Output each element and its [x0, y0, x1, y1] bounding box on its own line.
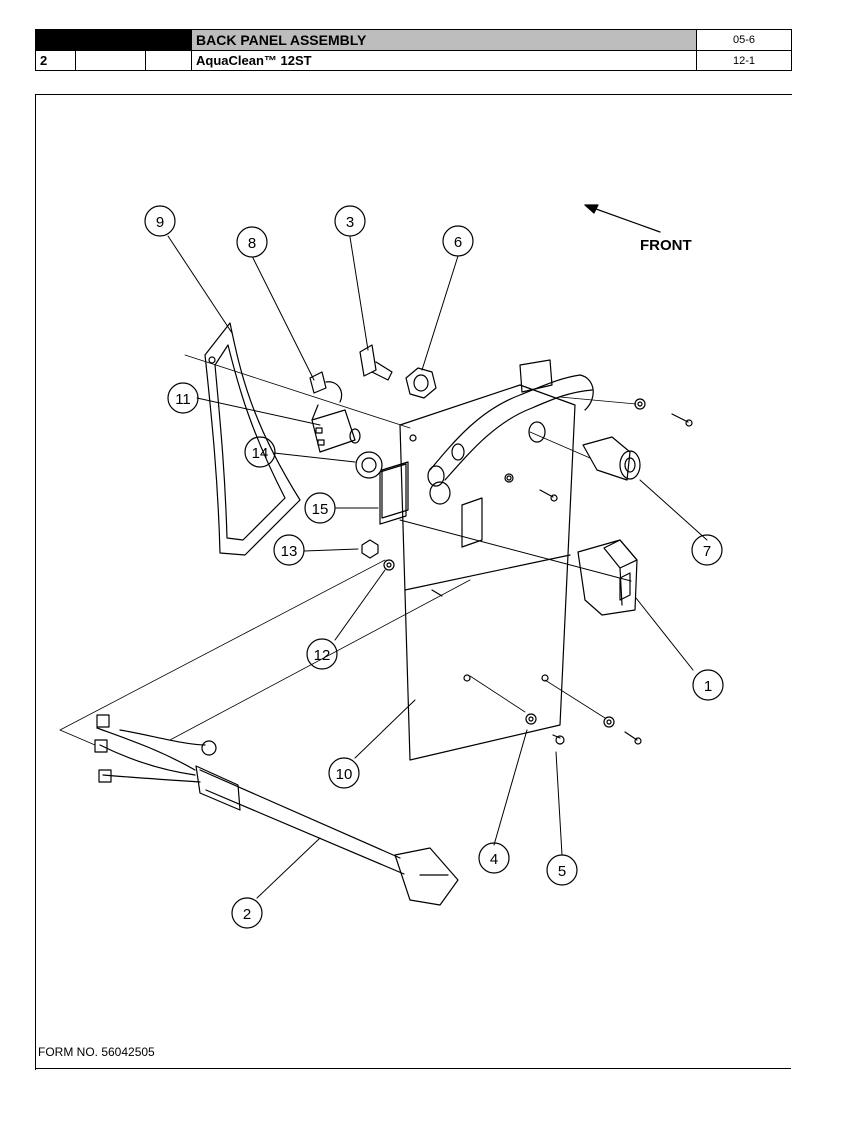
front-arrow: FRONT — [584, 204, 692, 254]
callout-2 — [231, 897, 263, 929]
washer-12 — [383, 559, 395, 571]
construction-lines — [59, 354, 637, 746]
handle-bracket — [427, 359, 594, 487]
stud — [431, 589, 443, 597]
callout-6 — [442, 225, 474, 257]
hex-nut — [405, 367, 437, 399]
form-number: FORM NO. 56042505 — [38, 1045, 155, 1059]
nut-13 — [361, 539, 379, 559]
callout-9 — [144, 205, 176, 237]
black-header-cell — [35, 29, 192, 51]
gasket — [204, 322, 301, 556]
callout-label-2: 2 — [243, 906, 251, 923]
callout-label-12: 12 — [314, 647, 331, 664]
callout-12 — [306, 638, 338, 670]
rocker-switch — [577, 539, 638, 616]
header-table: BACK PANEL ASSEMBLY 05-6 2 AquaClean™ 12… — [35, 29, 792, 71]
callout-4 — [478, 842, 510, 874]
lock-nut — [355, 451, 383, 479]
drawing-frame — [35, 94, 792, 1070]
product-name: AquaClean™ 12ST — [191, 50, 697, 71]
callout-label-7: 7 — [703, 543, 711, 560]
elbow-fitting — [359, 344, 393, 381]
back-panel — [381, 384, 576, 761]
callout-7 — [691, 534, 723, 566]
callout-label-15: 15 — [312, 501, 329, 518]
leader-lines — [167, 235, 708, 899]
front-label: FRONT — [640, 237, 692, 254]
callout-label-11: 11 — [175, 391, 191, 408]
power-cord — [94, 714, 459, 906]
screw-washer-bottom — [525, 713, 642, 745]
revision-bottom: 12-1 — [696, 50, 792, 71]
callout-15 — [304, 492, 336, 524]
callout-label-13: 13 — [281, 543, 298, 560]
callout-label-14: 14 — [252, 445, 269, 462]
seal — [379, 463, 407, 525]
callout-label-10: 10 — [336, 766, 353, 783]
callout-circles — [144, 205, 724, 929]
callout-label-1: 1 — [704, 678, 712, 695]
callout-8 — [236, 226, 268, 258]
callout-3 — [334, 205, 366, 237]
page-title: BACK PANEL ASSEMBLY — [191, 29, 697, 51]
callout-label-4: 4 — [490, 851, 498, 868]
callout-11 — [167, 382, 199, 414]
callout-label-9: 9 — [156, 214, 164, 231]
callout-14 — [244, 436, 276, 468]
callout-5 — [546, 854, 578, 886]
frame-bottom-line — [35, 1068, 791, 1069]
callout-10 — [328, 757, 360, 789]
callout-label-6: 6 — [454, 234, 462, 251]
screw-washer-top — [504, 398, 693, 502]
wire-connector — [309, 371, 343, 403]
callout-1 — [692, 669, 724, 701]
quick-connect — [582, 436, 641, 481]
callout-label-8: 8 — [248, 235, 256, 252]
callout-13 — [273, 534, 305, 566]
module — [311, 404, 361, 453]
callout-label-3: 3 — [346, 214, 354, 231]
callout-label-5: 5 — [558, 863, 566, 880]
